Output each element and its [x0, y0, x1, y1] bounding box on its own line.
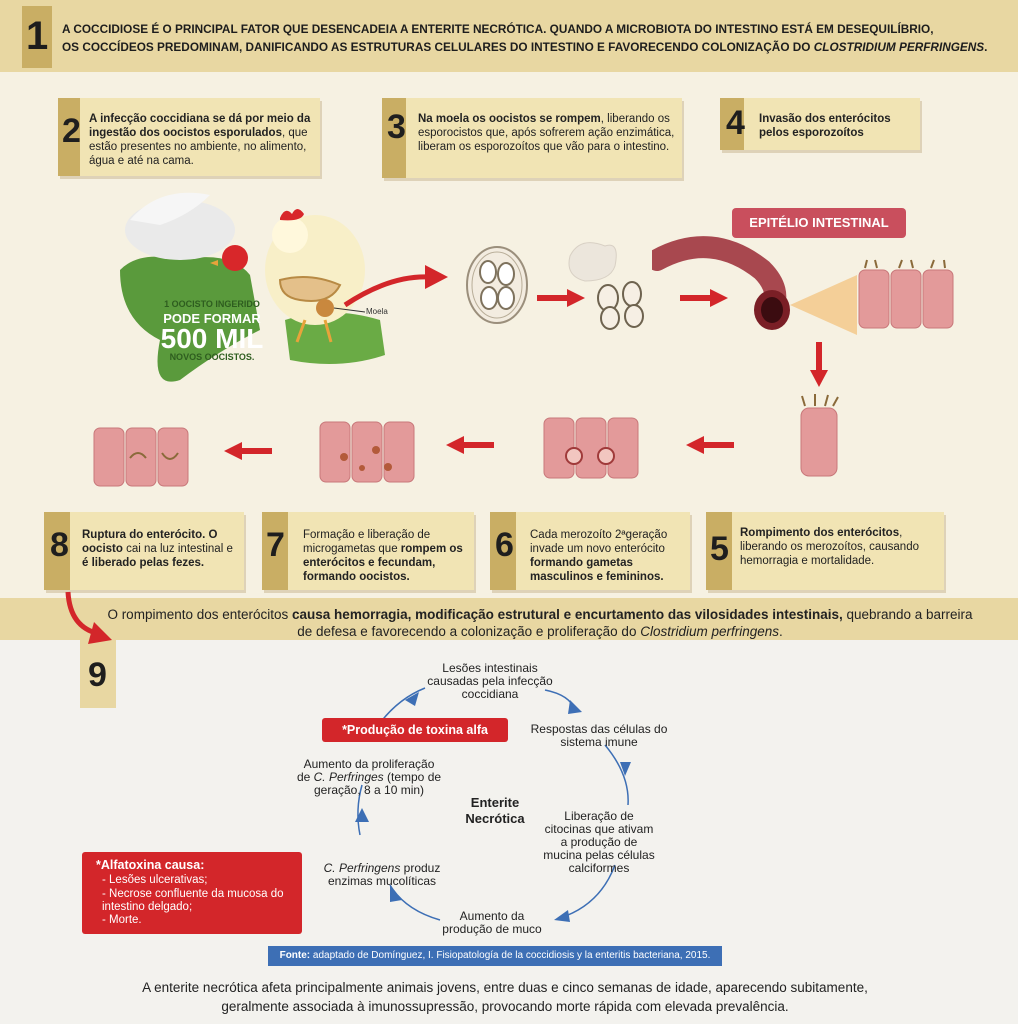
step8-text: Ruptura do enterócito. O oocisto cai na …: [82, 529, 233, 569]
step5-number: 5: [710, 530, 729, 568]
grass-patch-right: [285, 312, 385, 364]
cycle-center-label: Enterite Necrótica: [465, 795, 525, 826]
chicken-gizzard: [316, 299, 334, 317]
step6-text: Cada merozoíto 2ªgeração invade um novo …: [530, 529, 668, 583]
source-bar: Fonte: adaptado de Domínguez, I. Fisiopa…: [268, 946, 722, 966]
step8-box: [44, 512, 244, 590]
step2-number: 2: [62, 112, 81, 150]
grass-patch: [120, 256, 260, 382]
hemorrhage-banner: [0, 598, 1018, 640]
step4-tab: [720, 98, 744, 150]
footer-text: A enterite necrótica afeta principalment…: [142, 980, 868, 1014]
header-clostridium: CLOSTRIDIUM PERFRINGENS: [813, 40, 985, 54]
step2-text: A infecção coccidiana se dá por meio da …: [89, 113, 311, 167]
enterocytes-gametes: [319, 421, 415, 483]
step4-number: 4: [726, 104, 745, 142]
hemorrhage-banner-text: O rompimento dos enterócitos causa hemor…: [107, 607, 973, 639]
cycle-node-mucolytic: C. Perfringens produz enzimas mucolítica…: [323, 861, 441, 888]
arrow-left-3: [224, 442, 272, 460]
step5-text: Rompimento dos enterócitos, liberando os…: [740, 527, 919, 567]
step3-text: Na moela os oocistos se rompem, liberand…: [418, 113, 675, 153]
badge-line1: 1 OOCISTO INGERIDO: [164, 299, 260, 309]
header-number-tab: [22, 6, 52, 68]
enterocyte-ruptured: [800, 394, 839, 477]
gizzard-sporocysts: [568, 242, 644, 330]
arrow-chicken-to-oocyst: [343, 265, 448, 308]
step5-box: [706, 512, 944, 590]
step5-tab: [706, 512, 732, 590]
step8-number: 8: [50, 526, 69, 564]
enterocytes-merozoites: [543, 417, 639, 479]
alfatoxina-box: [82, 852, 302, 934]
chick-beak: [210, 260, 218, 266]
step7-tab: [262, 512, 288, 590]
step9-number: 9: [88, 656, 107, 694]
alfatoxina-item-2: - Necrose confluente da mucosa do intest…: [102, 888, 284, 913]
chick-head: [222, 245, 248, 271]
step2-box: [58, 98, 320, 176]
chicken-legs: [295, 319, 333, 343]
arrow-left-2: [446, 436, 494, 454]
chicken-scene: [120, 192, 385, 382]
cycle-node-cytokines: Liberação de citocinas que ativam a prod…: [543, 809, 655, 875]
epithelium-cells-invaded: [858, 259, 954, 329]
chicken-gut: [278, 275, 342, 302]
step4-text: Invasão dos enterócitos pelos esporozoít…: [759, 113, 891, 139]
cycle-node-immune: Respostas das células do sistema imune: [530, 722, 668, 749]
step7-box: [262, 512, 474, 590]
cycle-node-mucus: Aumento da produção de muco: [442, 909, 542, 936]
alfatoxina-title: *Alfatoxina causa:: [96, 858, 205, 872]
alfatoxina-item-1: - Lesões ulcerativas;: [102, 874, 208, 886]
badge-line4: NOVOS OOCISTOS.: [169, 352, 255, 362]
header-number: 1: [26, 14, 49, 58]
alfatoxina-item-3: - Morte.: [102, 914, 142, 926]
intestine-tube: [652, 236, 857, 335]
step4-box: [720, 98, 920, 150]
header-line1: A COCCIDIOSE É O PRINCIPAL FATOR QUE DES…: [62, 22, 934, 36]
step7-number: 7: [266, 526, 285, 564]
epitelio-label: EPITÉLIO INTESTINAL: [732, 208, 906, 238]
badge-line2: PODE FORMAR: [163, 311, 261, 326]
chicken-white-tail: [130, 192, 210, 225]
step3-number: 3: [387, 108, 406, 146]
header-banner: [0, 0, 1018, 72]
oocyst-sporulated: [466, 246, 528, 324]
header-text: A COCCIDIOSE É O PRINCIPAL FATOR QUE DES…: [62, 20, 1012, 56]
arrow-step8-to-9: [65, 591, 112, 644]
arrow-down: [810, 342, 828, 387]
step3-tab: [382, 98, 406, 178]
cycle-node-proliferation: Aumento da proliferação de C. Perfringes…: [296, 757, 442, 797]
chicken-yellow-head: [272, 217, 308, 253]
moela-pointer: [333, 307, 366, 313]
step6-number: 6: [495, 526, 514, 564]
step8-tab: [44, 512, 70, 590]
arrow-right-1: [537, 289, 585, 307]
step6-tab: [490, 512, 516, 590]
cycle-arrows: [355, 687, 631, 922]
enterocytes-ruptured-oocyst: [93, 427, 189, 487]
chicken-comb: [280, 209, 304, 221]
step3-box: [382, 98, 682, 178]
arrow-right-2: [680, 289, 728, 307]
cycle-node-lesions: Lesões intestinais causadas pela infecçã…: [427, 661, 553, 701]
step9-box: [80, 640, 116, 708]
step2-tab: [58, 98, 80, 176]
step6-box: [490, 512, 690, 590]
arrow-left-1: [686, 436, 734, 454]
moela-label: Moela: [366, 307, 388, 316]
badge-line3: 500 MIL: [160, 323, 264, 354]
step7-text: Formação e liberação de microgametas que…: [303, 529, 463, 583]
oocyst-badge: 1 OOCISTO INGERIDO PODE FORMAR 500 MIL N…: [150, 300, 274, 362]
toxin-tag: *Produção de toxina alfa: [322, 718, 508, 742]
header-line2: OS COCCÍDEOS PREDOMINAM, DANIFICANDO AS …: [62, 40, 988, 54]
